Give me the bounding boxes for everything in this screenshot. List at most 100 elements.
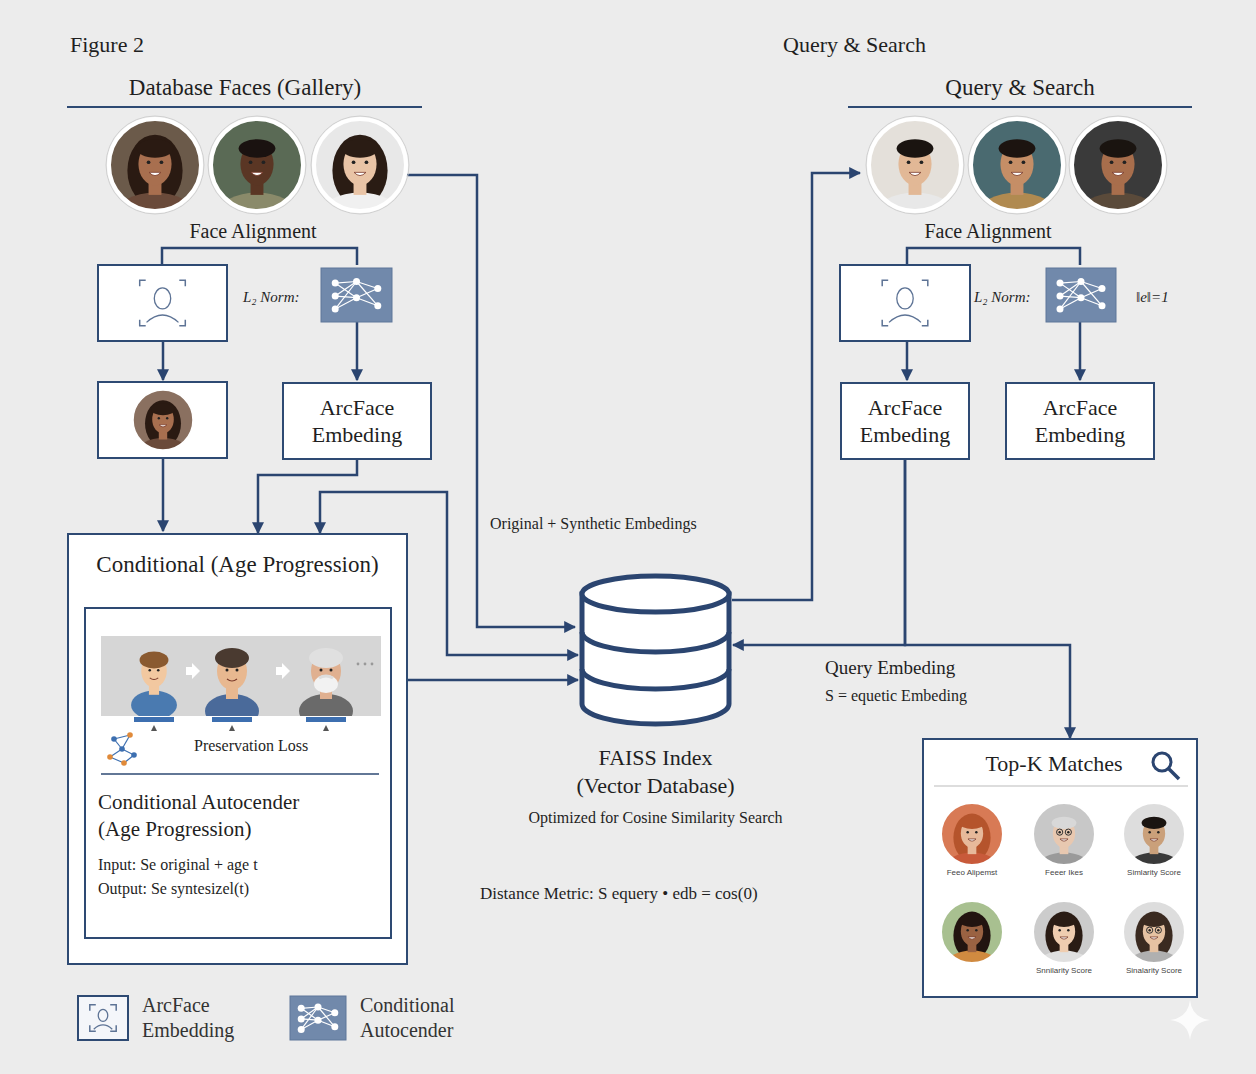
network-icon	[111, 736, 117, 742]
search-icon	[1169, 769, 1179, 779]
face-photo	[365, 160, 369, 164]
face-photo	[239, 139, 276, 157]
alignment-bracket	[162, 248, 357, 265]
face-photo	[966, 831, 968, 833]
database-cylinder	[582, 632, 729, 652]
autoencoder-icon	[298, 1005, 305, 1012]
face-photo	[1060, 839, 1068, 841]
age-bar	[306, 717, 346, 722]
age-progression-panel: Conditional (Age Progression)Preservatio…	[67, 533, 408, 965]
face-icon-box	[98, 265, 227, 341]
age-head	[299, 648, 353, 716]
face-photo	[133, 390, 193, 465]
face-photo	[1142, 915, 1167, 927]
autoencoder-icon	[315, 1004, 322, 1011]
network-icon	[107, 754, 113, 760]
section-title: Query & Search	[783, 32, 926, 58]
network-icon	[107, 732, 137, 766]
database-cylinder	[582, 576, 729, 612]
age-head	[131, 651, 177, 716]
ellipsis-dot	[357, 663, 360, 666]
autoencoder-icon	[374, 302, 381, 309]
face-photo	[321, 193, 399, 234]
face-photo	[909, 172, 921, 175]
node-text: Feeer Ikes	[1019, 868, 1109, 878]
face-photo	[1057, 829, 1063, 835]
age-head	[330, 669, 333, 672]
age-tick	[151, 725, 157, 731]
autoencoder-icon	[1046, 268, 1116, 322]
face-icon-box	[98, 265, 227, 341]
top-k-results-box: Top-K MatchesFeeo AlipemstFeeer IkesSiml…	[922, 738, 1198, 998]
face-icon-box	[98, 1009, 108, 1021]
face-photo	[166, 417, 168, 419]
age-head	[227, 679, 237, 681]
autoencoder-icon	[1081, 282, 1102, 306]
photo-ring	[941, 803, 1003, 865]
formula-label: Distance Metric: S equery • edb = cos(0)	[480, 884, 758, 904]
photo-ring	[941, 901, 1003, 963]
face-photo	[966, 929, 968, 931]
face-photo	[1142, 817, 1167, 829]
face-photo	[251, 172, 263, 175]
face-photo	[1123, 160, 1127, 164]
face-photo	[1065, 829, 1071, 835]
progress-arrow	[186, 663, 200, 679]
autoencoder-icon	[331, 1009, 338, 1016]
face-photo	[1110, 160, 1114, 164]
face-photo	[1067, 929, 1069, 931]
age-head	[320, 669, 323, 672]
network-icon	[131, 752, 137, 758]
face-photo	[971, 119, 1063, 234]
title-underline	[67, 106, 422, 108]
autoencoder-icon	[335, 298, 356, 309]
face-photo	[354, 172, 366, 175]
node-title: ArcFace Embeding	[292, 394, 422, 448]
photo-ring	[1123, 901, 1185, 963]
face-photo	[869, 119, 961, 234]
photo-ring	[1072, 119, 1164, 211]
face-photo	[941, 901, 1003, 979]
autoencoder-icon	[1078, 278, 1085, 285]
faiss-index-cylinder-art	[578, 572, 733, 728]
faiss-index-cylinder: FAISS Index (Vector Database)Optimized f…	[578, 572, 733, 728]
aligned-face-box	[98, 382, 227, 465]
face-photo	[920, 160, 924, 164]
autoencoder-icon	[1057, 280, 1064, 287]
face-photo	[211, 119, 303, 234]
face-photo	[1147, 927, 1153, 933]
step-label: Face Alignment	[924, 219, 1051, 243]
flow-wire	[1079, 322, 1082, 380]
face-icon-box	[147, 315, 179, 322]
legend-text: Conditional Autocender	[360, 993, 490, 1043]
photo-ring	[869, 119, 961, 211]
face-photo	[159, 425, 167, 427]
formula-label: L₂ Norm:	[974, 288, 1030, 306]
face-photo	[137, 139, 174, 157]
node-title: FAISS Index (Vector Database)	[568, 744, 744, 800]
database-cylinder	[582, 576, 729, 724]
progress-arrow	[276, 663, 290, 679]
face-photo	[352, 160, 356, 164]
node-text: Simlarity Score	[1109, 868, 1199, 878]
network-icon	[127, 732, 133, 738]
autoencoder-icon	[1057, 293, 1064, 300]
face-photo	[999, 139, 1036, 157]
face-photo	[946, 951, 999, 979]
network-icon	[121, 760, 127, 766]
autoencoder-icon	[1046, 268, 1116, 322]
query-faces	[866, 116, 1167, 234]
divider	[101, 773, 379, 775]
node-text: Sinalarity Score	[1109, 966, 1199, 976]
face-icon-box	[889, 315, 921, 322]
autoencoder-icon	[298, 1015, 305, 1022]
face-photo	[149, 172, 161, 175]
autoencoder-icon	[332, 306, 339, 313]
embedding-box: ArcFace Embeding	[282, 382, 432, 460]
face-photo	[1148, 831, 1150, 833]
legend-text: ArcFace Embedding	[142, 993, 252, 1043]
age-bar	[134, 717, 174, 722]
embedding-box: ArcFace Embeding	[840, 382, 970, 460]
face-photo	[1112, 172, 1124, 175]
face-icon-box	[897, 288, 913, 309]
